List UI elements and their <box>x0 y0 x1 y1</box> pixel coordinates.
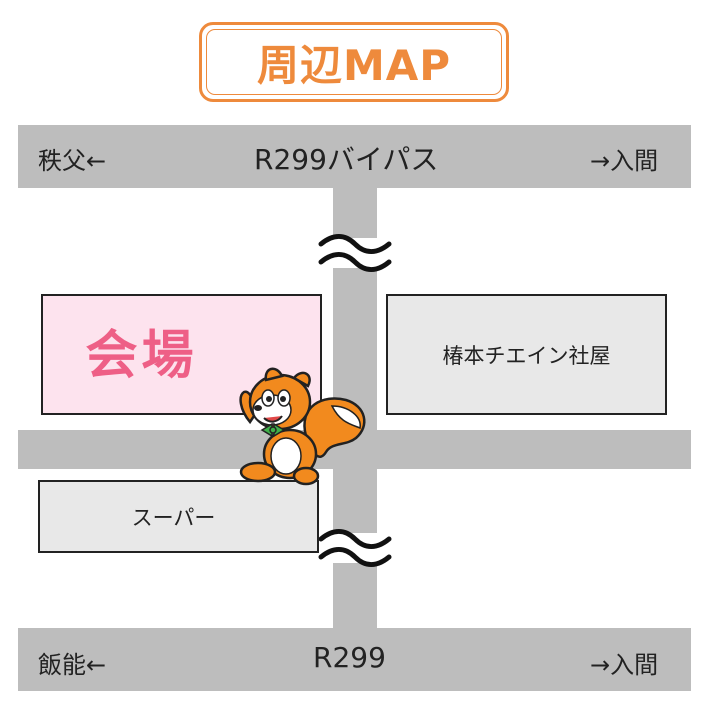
map-title: 周辺MAP <box>256 40 452 90</box>
squirrel-mascot-icon <box>239 367 366 486</box>
map-title-box: 周辺MAP <box>199 22 509 102</box>
road-top-left-destination: 秩父← <box>38 147 107 175</box>
road-bottom-left-destination: 飯能← <box>38 651 107 679</box>
road-top-r299-bypass <box>18 125 691 188</box>
road-bottom-name: R299 <box>313 641 386 674</box>
map-title-frame: 周辺MAP <box>206 29 502 95</box>
venue-label: 会場 <box>85 326 198 386</box>
road-bottom-right-destination: →入間 <box>590 651 659 679</box>
company-label: 椿本チエイン社屋 <box>442 343 611 368</box>
road-top-right-destination: →入間 <box>590 147 659 175</box>
road-top-name: R299バイパス <box>254 143 439 176</box>
road-break-icon <box>318 529 392 567</box>
road-break-icon <box>318 234 392 272</box>
supermarket-building: スーパー <box>38 480 319 553</box>
venue-building: 会場 <box>41 294 322 415</box>
supermarket-label: スーパー <box>131 505 216 530</box>
company-building: 椿本チエイン社屋 <box>386 294 667 415</box>
road-bottom-r299 <box>18 628 691 691</box>
